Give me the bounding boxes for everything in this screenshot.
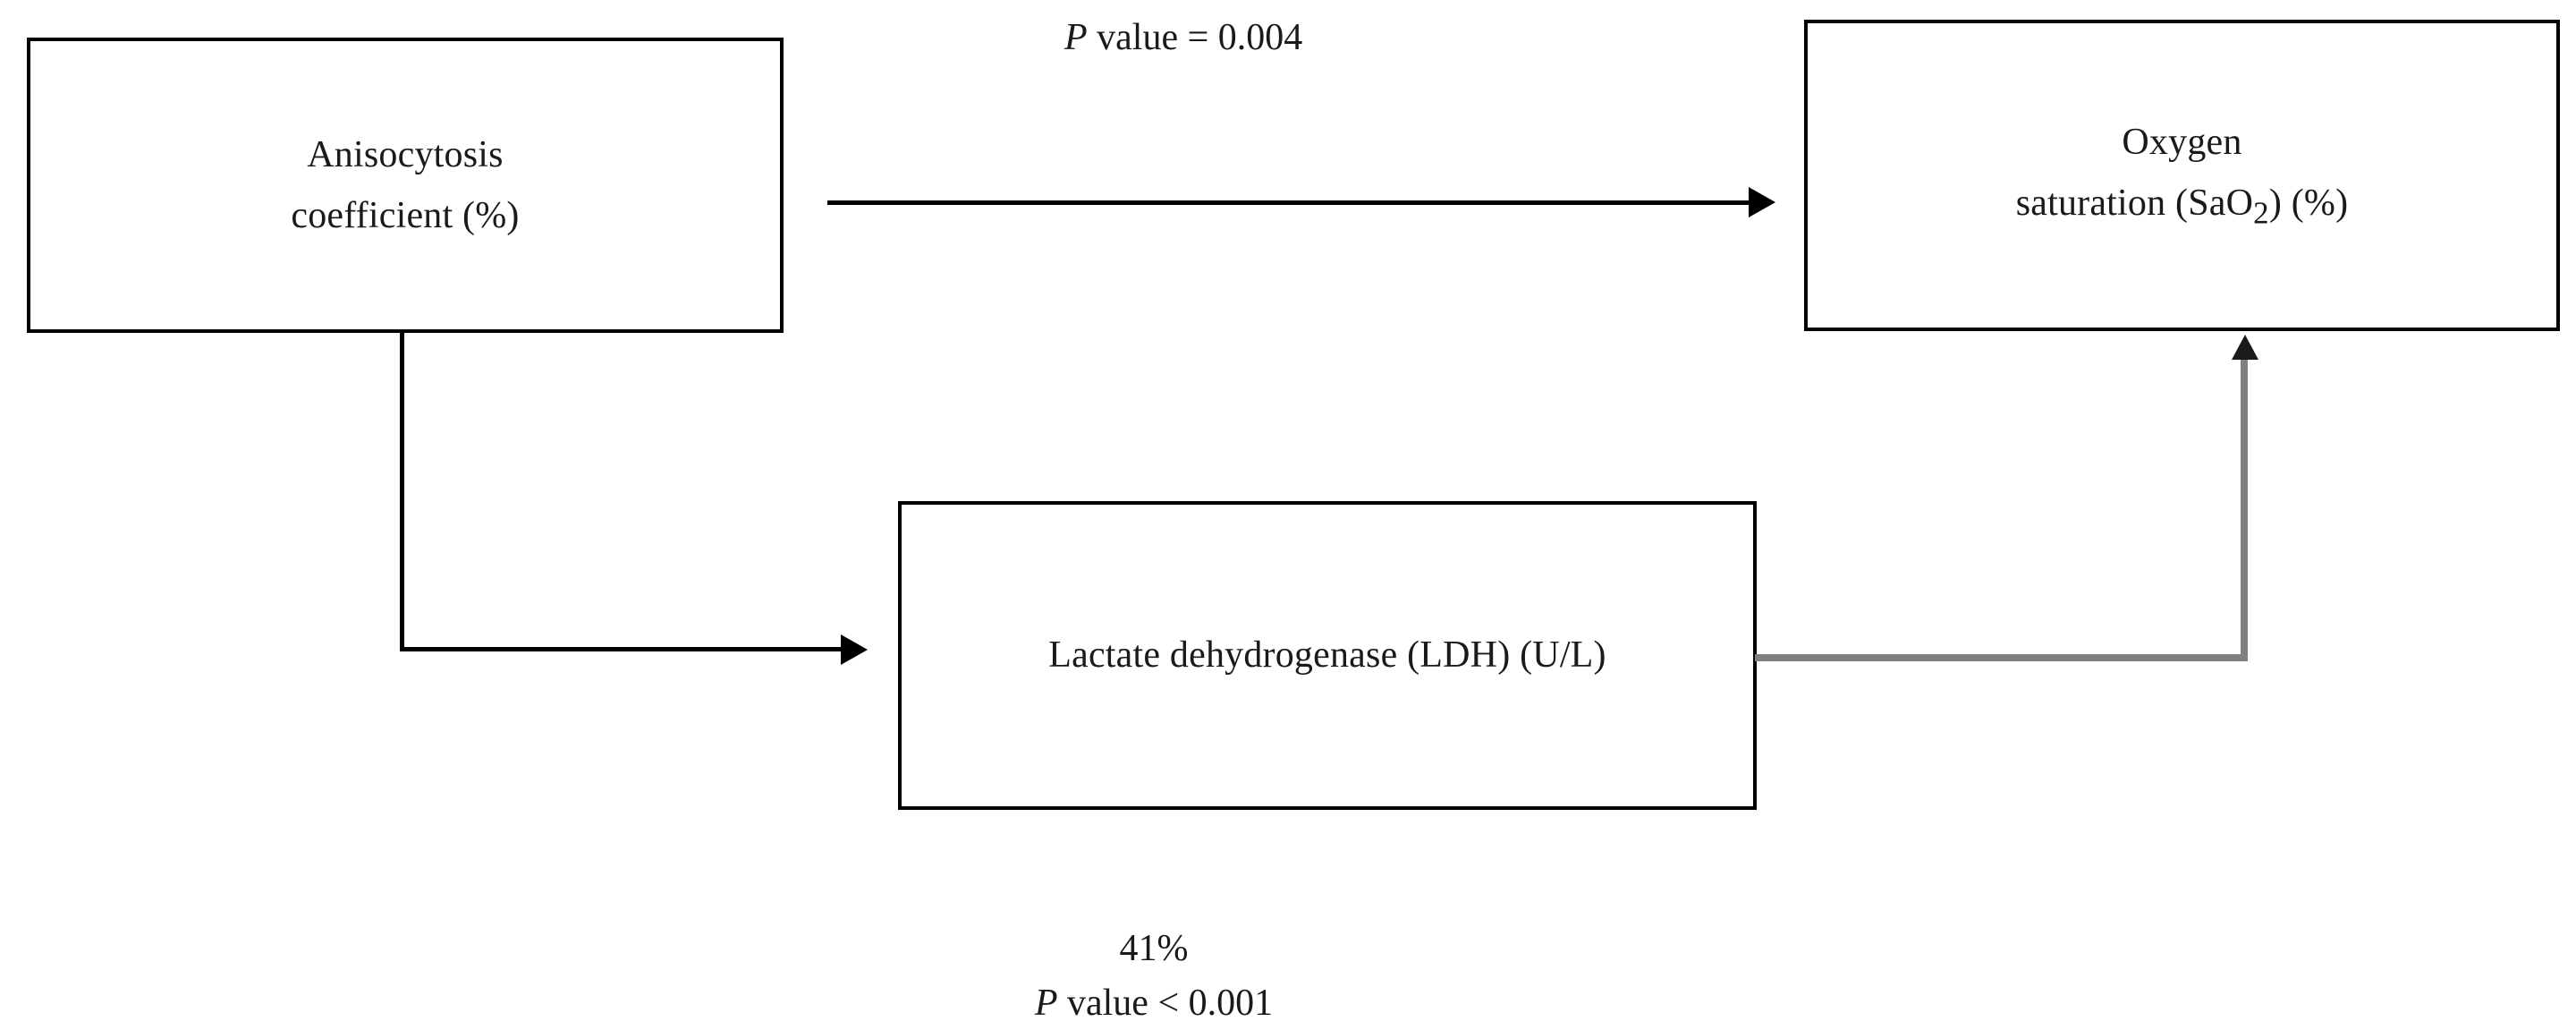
- arrow-right-icon-anisocytosis-to-oxygen: [1749, 187, 1775, 217]
- node-lactate-dehydrogenase-label: Lactate dehydrogenase (LDH) (U/L): [1048, 634, 1606, 677]
- node-oxygen-line2-subscript: 2: [2253, 195, 2269, 231]
- node-oxygen-saturation-label: Oxygen saturation (SaO2) (%): [2016, 112, 2349, 239]
- node-oxygen-saturation: Oxygen saturation (SaO2) (%): [1804, 20, 2560, 331]
- edge-anisocytosis-to-ldh-horizontal-segment: [400, 647, 843, 651]
- arrow-up-icon-ldh-to-oxygen: [2232, 335, 2258, 360]
- edge-ldh-to-oxygen-horizontal-segment: [1755, 654, 2248, 661]
- annotation-bottom-p-value: P value < 0.001: [939, 976, 1368, 1030]
- annotation-top-p-text: value = 0.004: [1087, 17, 1303, 58]
- annotation-top-p-italic: P: [1064, 17, 1088, 58]
- node-anisocytosis-label: Anisocytosis coefficient (%): [291, 133, 520, 236]
- arrow-right-icon-anisocytosis-to-ldh: [841, 634, 868, 665]
- node-anisocytosis-coefficient: Anisocytosis coefficient (%): [27, 38, 784, 333]
- edge-ldh-to-oxygen-vertical-segment: [2241, 358, 2248, 661]
- node-oxygen-line2-suffix: ) (%): [2268, 182, 2349, 224]
- edge-anisocytosis-to-ldh-vertical-segment: [400, 333, 404, 651]
- annotation-bottom-p-text: value < 0.001: [1057, 982, 1274, 1024]
- node-oxygen-line1: Oxygen: [2122, 121, 2242, 163]
- annotation-bottom-percentage: 41%: [1119, 928, 1189, 969]
- annotation-top-p-value: P value = 0.004: [1064, 16, 1302, 59]
- edge-anisocytosis-to-oxygen-line: [827, 200, 1753, 205]
- node-lactate-dehydrogenase: Lactate dehydrogenase (LDH) (U/L): [898, 501, 1757, 810]
- annotation-bottom-block: 41% P value < 0.001: [939, 922, 1368, 1030]
- node-oxygen-line2-prefix: saturation (SaO: [2015, 182, 2254, 224]
- annotation-bottom-p-italic: P: [1034, 982, 1058, 1024]
